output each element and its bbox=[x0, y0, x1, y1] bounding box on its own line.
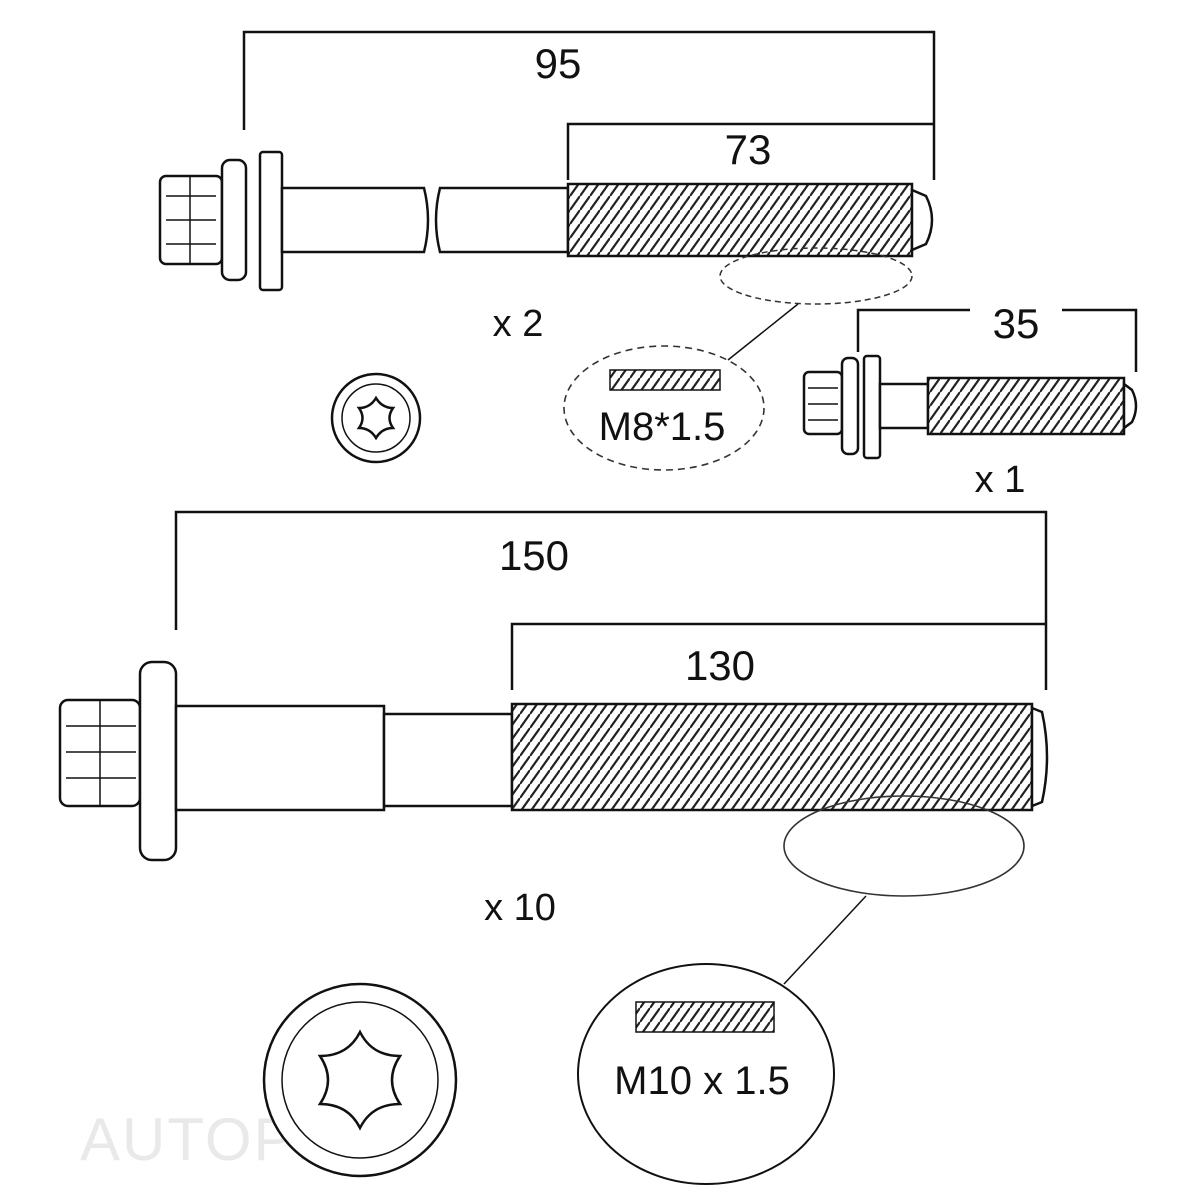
bolt-c-shank bbox=[382, 712, 514, 808]
bolt-a-thread-spec: M8*1.5 bbox=[599, 405, 726, 449]
bolt-b-shank bbox=[878, 382, 930, 430]
bolt-b-dimension-line-left bbox=[856, 308, 970, 352]
bolt-b-tip bbox=[1122, 381, 1138, 431]
bolt-b-flange bbox=[840, 356, 860, 456]
torx-head-icon-large bbox=[262, 982, 458, 1178]
bolt-b: 35 x 1 bbox=[802, 300, 1138, 501]
bolt-a: 95 73 M8*1.5 x 2 bbox=[158, 30, 936, 471]
bolt-c-thread-length: 130 bbox=[685, 642, 755, 689]
bolt-c-quantity: x 10 bbox=[484, 887, 556, 929]
bolt-b-thread bbox=[926, 376, 1126, 436]
bolt-a-shank bbox=[280, 186, 430, 254]
bolt-c-overall-dimension-line bbox=[174, 510, 1048, 690]
bolt-c-thread bbox=[510, 702, 1034, 812]
bolt-c-thread-spec: M10 x 1.5 bbox=[614, 1059, 790, 1103]
bolt-a-tip bbox=[910, 188, 934, 252]
bolt-b-washer bbox=[862, 354, 882, 460]
bolt-a-thread-length: 73 bbox=[725, 126, 772, 173]
bolt-b-overall-length: 35 bbox=[993, 300, 1040, 347]
bolt-c-thread-detail bbox=[577, 963, 835, 1185]
bolt-b-dimension-line-right bbox=[1062, 308, 1138, 372]
bolt-b-quantity: x 1 bbox=[975, 459, 1026, 501]
bolt-a-overall-length: 95 bbox=[535, 40, 582, 87]
bolt-c-overall-length: 150 bbox=[499, 532, 569, 579]
bolt-a-thread-dimension-line bbox=[566, 122, 934, 180]
torx-head-icon bbox=[330, 372, 422, 464]
bolt-c-flange bbox=[138, 660, 178, 862]
bolt-a-thread bbox=[566, 182, 914, 258]
bolt-a-washer bbox=[258, 150, 284, 292]
bolt-c-tip bbox=[1030, 706, 1049, 808]
thread-detail-icon-large bbox=[635, 1001, 775, 1033]
bolt-a-flange bbox=[220, 158, 248, 282]
thread-detail-icon bbox=[609, 369, 721, 391]
bolt-b-head bbox=[802, 370, 844, 436]
bolt-a-thread-detail bbox=[563, 345, 765, 471]
bolt-c: 150 130 M10 x 1.5 x 10 bbox=[58, 510, 1049, 1185]
bolt-a-overall-dimension-line bbox=[242, 30, 936, 180]
bolt-a-quantity: x 2 bbox=[493, 303, 544, 345]
bolt-c-collar bbox=[174, 704, 386, 812]
bolt-c-thread-dimension-line bbox=[510, 622, 1046, 690]
